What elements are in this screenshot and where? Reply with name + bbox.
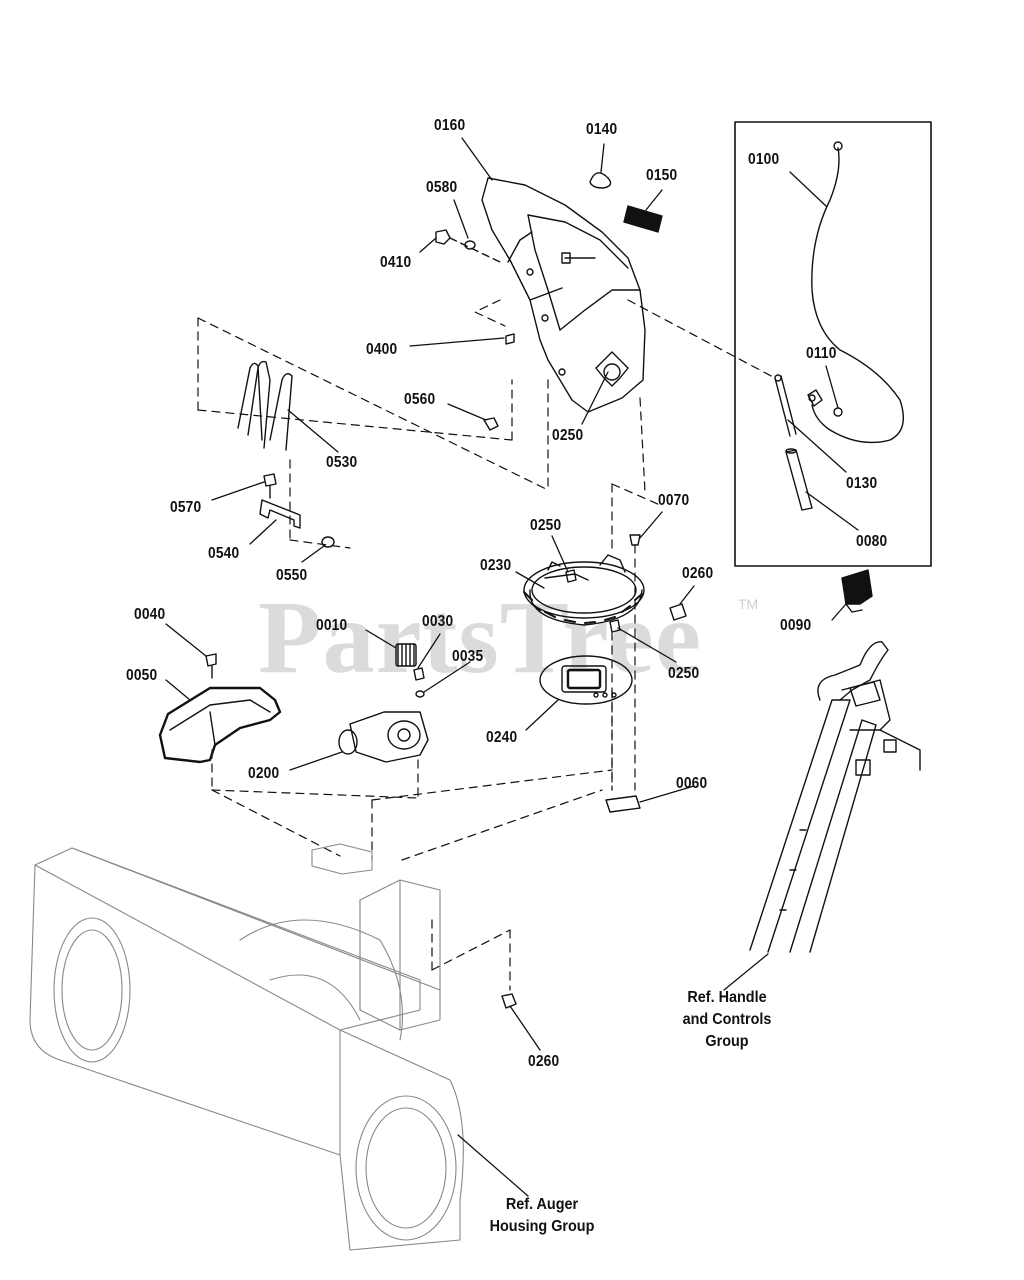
- flange-nut-part: [483, 417, 499, 431]
- trademark-mark: TM: [738, 596, 759, 612]
- chute-rod-part: [237, 360, 293, 451]
- carriage-bolt-part: [263, 473, 277, 499]
- label-0540: 0540: [208, 545, 240, 562]
- label-0250-gear-top: 0250: [530, 517, 562, 534]
- label-0580: 0580: [426, 179, 458, 196]
- decal-part: [623, 205, 663, 233]
- label-0250-chute: 0250: [552, 427, 584, 444]
- label-0110: 0110: [806, 345, 837, 362]
- label-0530: 0530: [326, 454, 358, 471]
- label-0550: 0550: [276, 567, 308, 584]
- ref-handle-group: Ref. Handle and Controls Group: [669, 987, 786, 1053]
- motor-part: [338, 711, 429, 763]
- nut-part: [435, 229, 451, 245]
- label-0090: 0090: [780, 617, 812, 634]
- ref-handle-line1: Ref. Handle: [687, 989, 767, 1006]
- lock-washer-part: [321, 536, 335, 548]
- label-0150: 0150: [646, 167, 678, 184]
- cable-inset-box: [734, 121, 932, 567]
- label-0560: 0560: [404, 391, 436, 408]
- ref-auger-line2: Housing Group: [489, 1218, 595, 1235]
- ref-auger-group: Ref. Auger Housing Group: [479, 1194, 605, 1238]
- tube-part: [785, 448, 813, 511]
- ref-handle-line3: Group: [705, 1033, 749, 1050]
- stop-block-part: [605, 795, 641, 813]
- ref-handle-line2: and Controls: [682, 1011, 772, 1028]
- clip-part: [589, 172, 612, 189]
- control-rod-part: [774, 374, 797, 437]
- bracket-part: [259, 499, 301, 529]
- label-0030: 0030: [422, 613, 454, 630]
- label-0040: 0040: [134, 606, 166, 623]
- label-0160: 0160: [434, 117, 466, 134]
- label-0140: 0140: [586, 121, 618, 138]
- label-0410: 0410: [380, 254, 412, 271]
- label-0130: 0130: [846, 475, 878, 492]
- nut-bottom-part: [501, 993, 517, 1009]
- gear-ring-part: [523, 554, 645, 626]
- bolt-part: [505, 333, 515, 345]
- motor-cover-part: [158, 686, 282, 764]
- watermark-text: PartsTree: [258, 580, 703, 695]
- label-0060: 0060: [676, 775, 708, 792]
- label-0200: 0200: [248, 765, 280, 782]
- label-0035: 0035: [452, 648, 484, 665]
- washer-part: [464, 240, 476, 250]
- label-0070: 0070: [658, 492, 690, 509]
- chute-deflector-part: [481, 177, 646, 413]
- label-0010: 0010: [316, 617, 348, 634]
- label-0230: 0230: [480, 557, 512, 574]
- pinion-gear-part: [395, 643, 417, 667]
- cable-part: [807, 141, 904, 444]
- ref-auger-line1: Ref. Auger: [505, 1196, 579, 1213]
- label-0250-gear-bottom: 0250: [668, 665, 700, 682]
- auger-housing-part: [29, 843, 464, 1251]
- label-0100: 0100: [748, 151, 780, 168]
- label-0240: 0240: [486, 729, 518, 746]
- label-0400: 0400: [366, 341, 398, 358]
- label-0260-gear: 0260: [682, 565, 714, 582]
- label-0080: 0080: [856, 533, 888, 550]
- label-0570: 0570: [170, 499, 202, 516]
- screw-part: [205, 653, 217, 679]
- label-0260-bottom: 0260: [528, 1053, 560, 1070]
- switch-part: [841, 569, 873, 613]
- mounting-plate-part: [539, 655, 633, 705]
- handle-part: [749, 641, 921, 953]
- label-0050: 0050: [126, 667, 158, 684]
